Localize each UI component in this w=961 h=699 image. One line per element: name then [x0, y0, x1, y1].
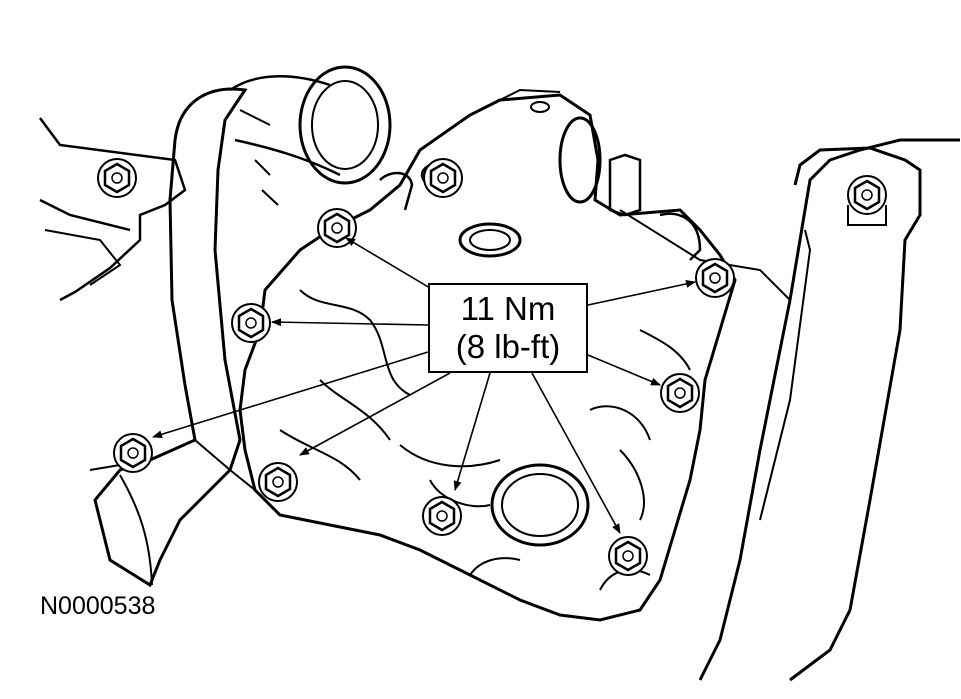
bolt-icon — [694, 257, 736, 299]
arrow-icon — [152, 351, 429, 439]
arrow-icon — [587, 279, 696, 306]
arrow-icon — [345, 237, 431, 289]
left-bracket — [38, 117, 187, 302]
bolt-icon — [607, 535, 649, 577]
arrow-icon — [453, 372, 491, 491]
bolt-icon — [421, 495, 463, 537]
arrow-icon — [587, 354, 661, 386]
hose-pipe — [93, 87, 248, 588]
figure-id-label: N0000538 — [40, 592, 156, 620]
leader-arrows — [152, 237, 696, 534]
lower-port — [490, 463, 590, 547]
bolt-icon — [422, 157, 464, 199]
bolt-icon — [112, 432, 154, 474]
arrow-icon — [531, 372, 621, 534]
throttle-body — [298, 65, 392, 185]
bolt-icon — [659, 372, 701, 414]
arrow-icon — [299, 372, 451, 456]
bolt-icon — [230, 302, 272, 344]
torque-metric-label: 11 Nm — [460, 290, 556, 327]
right-housing — [698, 138, 960, 682]
torque-callout: 11 Nm (8 lb-ft) — [428, 283, 588, 373]
arrow-icon — [271, 318, 429, 327]
torque-imperial-label: (8 lb-ft) — [455, 328, 561, 365]
bolt-icon — [257, 461, 299, 503]
